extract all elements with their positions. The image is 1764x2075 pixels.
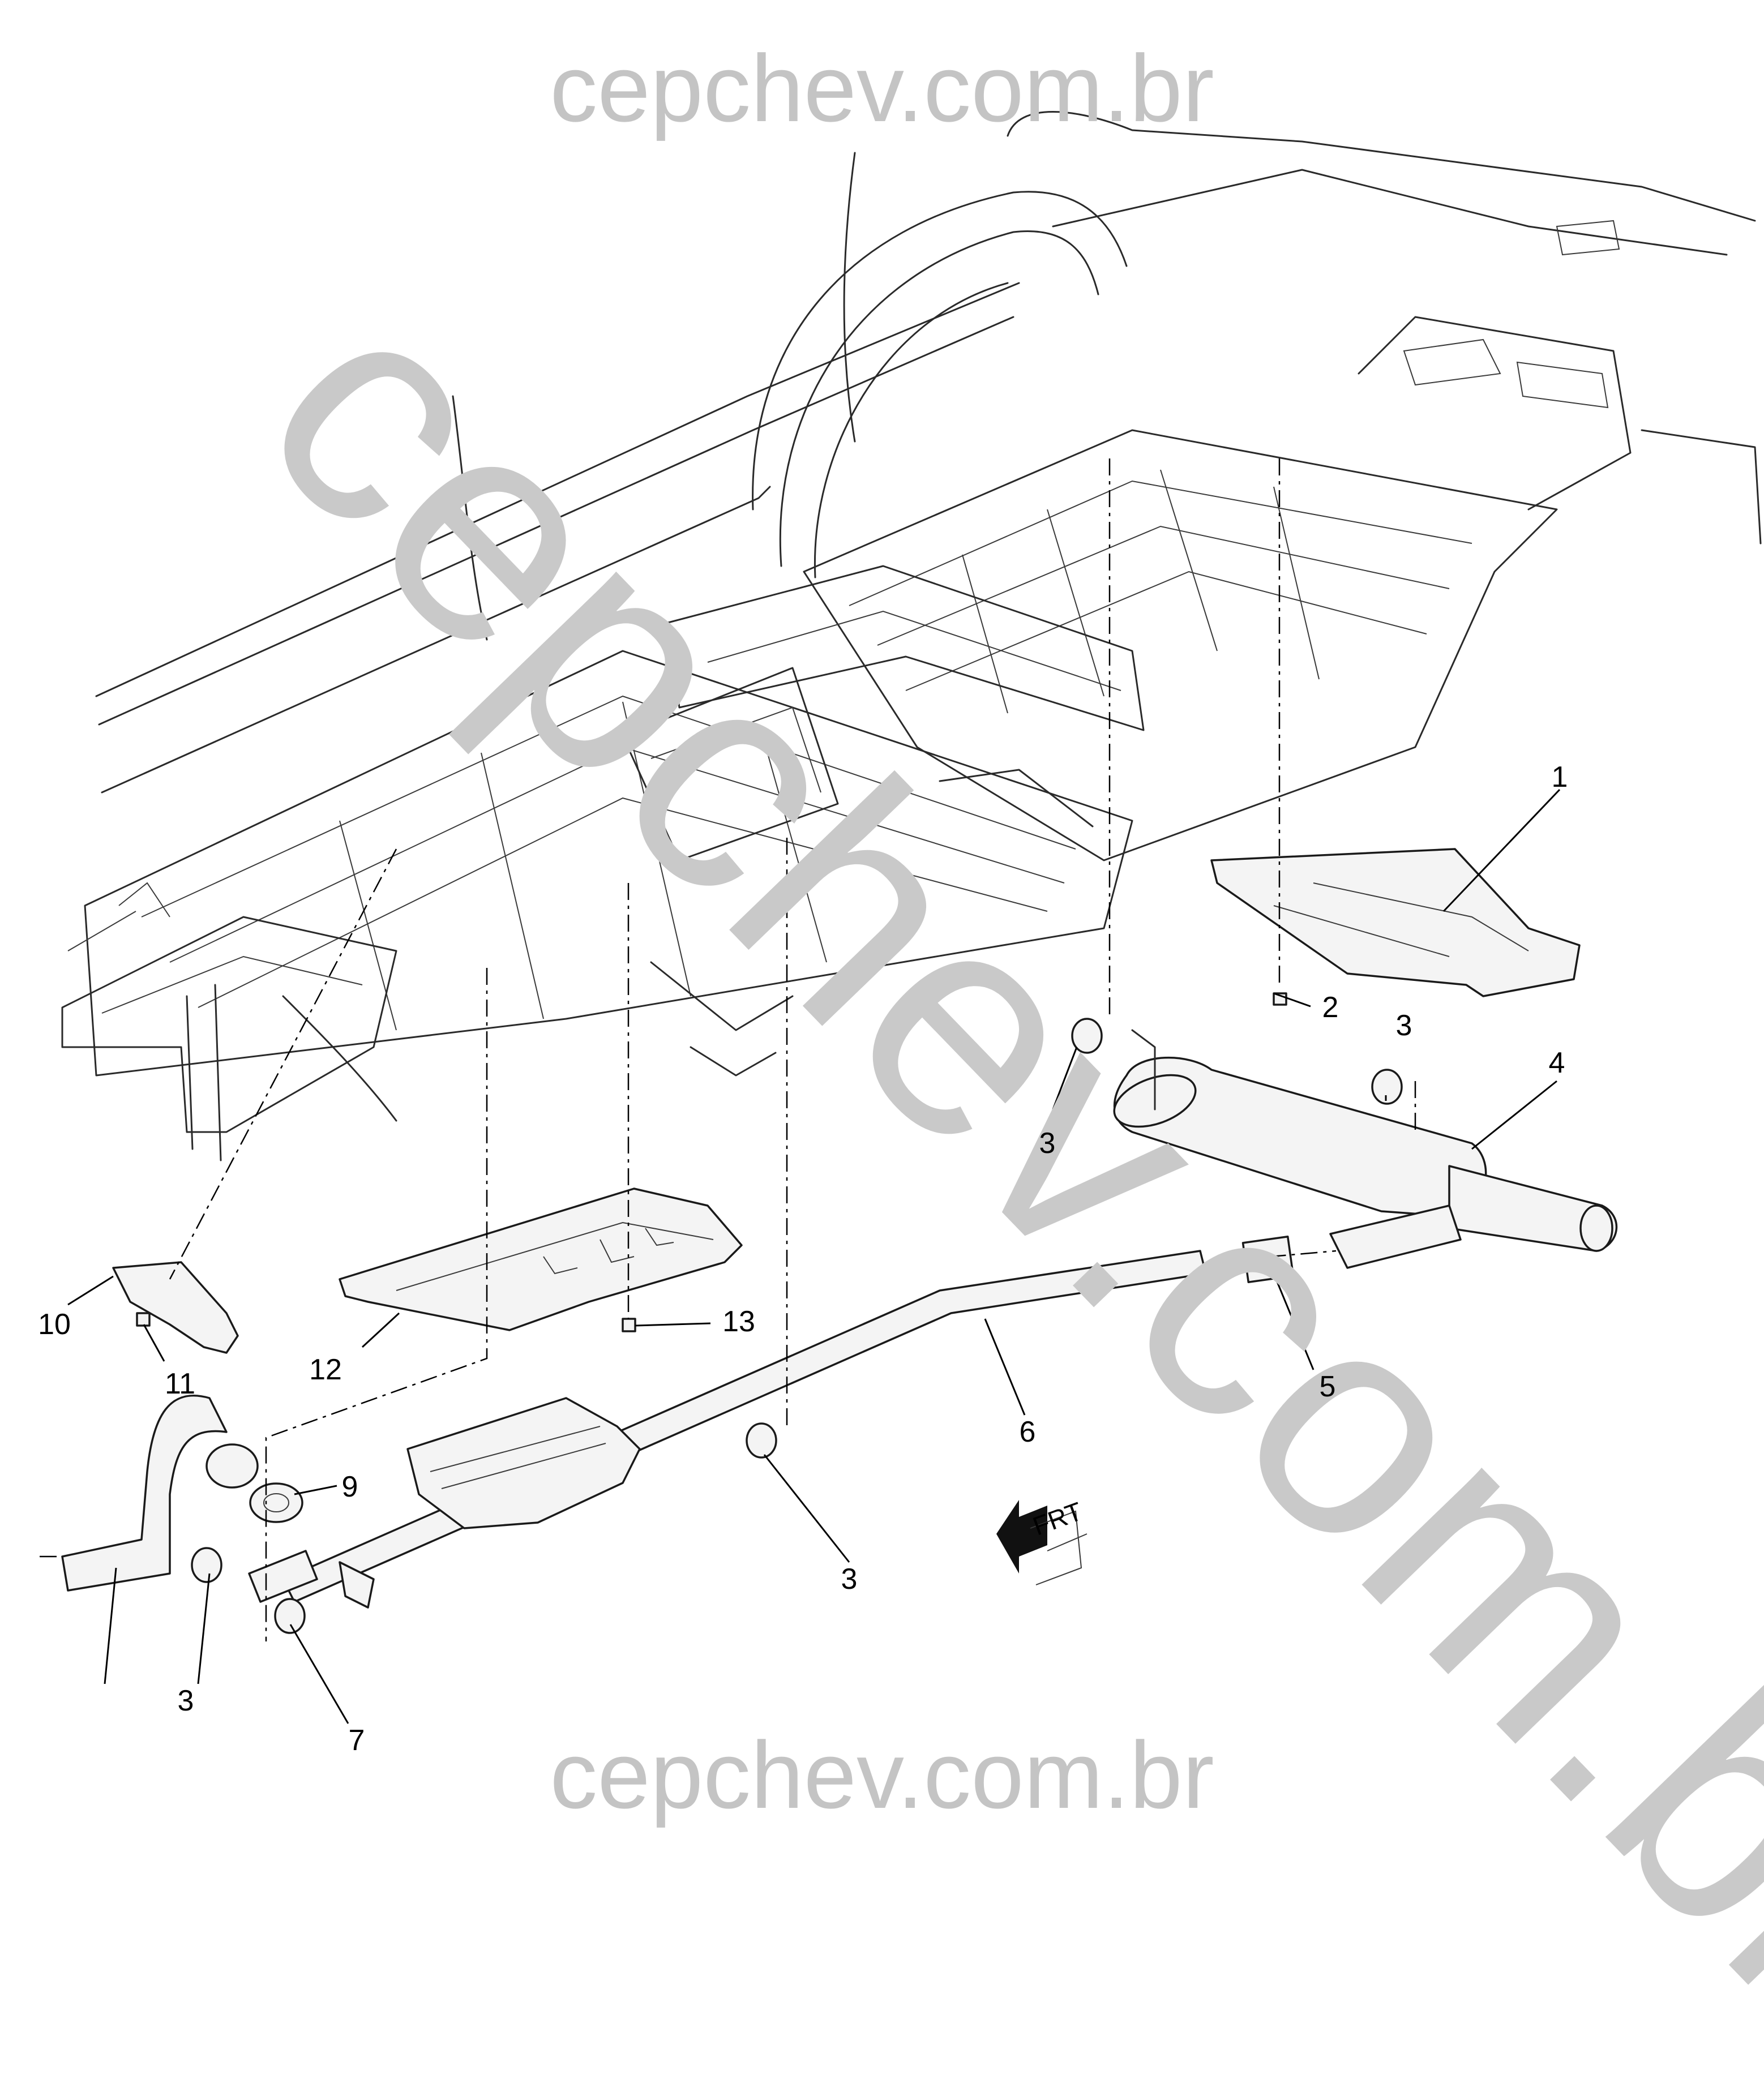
leader-lines bbox=[67, 788, 1561, 1724]
callout-12: 12 bbox=[309, 1353, 342, 1386]
part-3-insulator-c bbox=[746, 1422, 777, 1459]
watermark-top: cepchev.com.br bbox=[550, 35, 1214, 142]
part-12-center-heat-shield bbox=[339, 1187, 743, 1331]
callout-3a: 3 bbox=[1039, 1127, 1056, 1160]
callout-3d: 3 bbox=[177, 1684, 194, 1717]
assembly-lines bbox=[40, 458, 1416, 1641]
diagram-stage: cepchev.com.br cepchev.com.br cepchev.co… bbox=[38, 35, 1764, 2072]
callout-5: 5 bbox=[1319, 1370, 1336, 1403]
part-4-muffler-assembly bbox=[1113, 1029, 1618, 1269]
exhaust-system-illustration bbox=[40, 111, 1762, 1724]
callout-4: 4 bbox=[1548, 1047, 1565, 1079]
front-direction-arrow bbox=[996, 1500, 1087, 1585]
part-7-insulator bbox=[274, 1598, 306, 1634]
part-10-front-heat-shield bbox=[112, 1261, 239, 1354]
callout-2: 2 bbox=[1322, 991, 1339, 1024]
part-13-nut bbox=[622, 1318, 636, 1332]
vehicle-underbody bbox=[61, 111, 1762, 1161]
part-1-rear-heat-shield bbox=[1210, 848, 1581, 997]
part-5-clamp bbox=[1241, 1236, 1295, 1283]
callout-3b: 3 bbox=[1395, 1009, 1412, 1042]
front-exhaust-pipe bbox=[61, 1394, 228, 1592]
flange bbox=[205, 1443, 259, 1489]
callout-3c: 3 bbox=[841, 1563, 858, 1596]
part-11-nut bbox=[136, 1312, 151, 1327]
callout-6: 6 bbox=[1019, 1416, 1036, 1448]
watermark-bottom: cepchev.com.br bbox=[550, 1722, 1214, 1828]
part-3-insulator-b bbox=[1371, 1069, 1403, 1105]
callout-9: 9 bbox=[341, 1470, 358, 1503]
part-9-gasket bbox=[249, 1482, 303, 1523]
callout-7: 7 bbox=[348, 1724, 365, 1757]
callout-1: 1 bbox=[1551, 761, 1568, 794]
part-3-insulator-d bbox=[191, 1547, 222, 1583]
part-3-insulator-a bbox=[1071, 1018, 1103, 1054]
callout-13: 13 bbox=[722, 1305, 755, 1338]
callout-10: 10 bbox=[38, 1308, 71, 1341]
callout-11: 11 bbox=[165, 1367, 195, 1400]
